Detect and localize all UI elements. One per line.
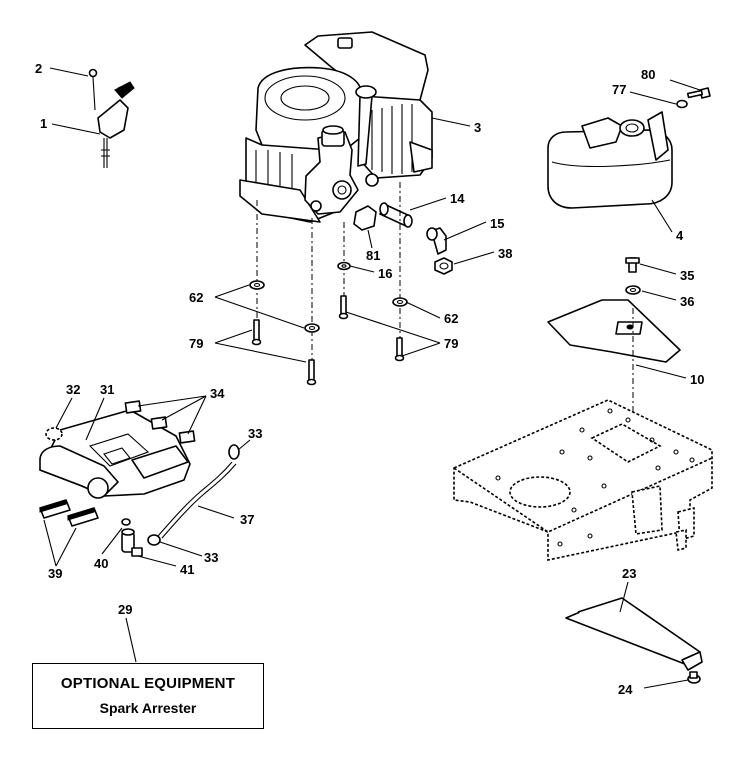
chassis-frame (453, 399, 713, 561)
callout-15: 15 (490, 216, 504, 231)
callout-10: 10 (690, 372, 704, 387)
callout-31: 31 (100, 382, 114, 397)
mounting-hardware (249, 182, 408, 386)
fuel-fittings (353, 202, 453, 275)
callout-80: 80 (641, 67, 655, 82)
callout-29: 29 (118, 602, 132, 617)
callout-62-right: 62 (444, 311, 458, 326)
callout-23: 23 (622, 566, 636, 581)
callout-37: 37 (240, 512, 254, 527)
callout-4: 4 (676, 228, 684, 243)
callout-33-top: 33 (248, 426, 262, 441)
callout-79-left: 79 (189, 336, 203, 351)
callout-77: 77 (612, 82, 626, 97)
leader-lines (43, 67, 701, 689)
heat-shield (547, 257, 681, 440)
callout-32: 32 (66, 382, 80, 397)
engine (239, 31, 433, 223)
spark-arrester-kit (39, 400, 240, 557)
callout-24: 24 (618, 682, 633, 697)
callout-41: 41 (180, 562, 194, 577)
callout-3: 3 (474, 120, 481, 135)
optional-equipment-title: OPTIONAL EQUIPMENT (60, 675, 236, 692)
plate-bracket (565, 597, 703, 684)
callout-16: 16 (378, 266, 392, 281)
callout-34: 34 (210, 386, 225, 401)
callout-2: 2 (35, 61, 42, 76)
callout-62-left: 62 (189, 290, 203, 305)
callout-1: 1 (40, 116, 47, 131)
callout-38: 38 (498, 246, 512, 261)
muffler (547, 87, 711, 209)
spark-arrester-label: Spark Arrester (99, 700, 197, 716)
callout-labels: 2 1 3 80 77 4 14 15 38 81 16 35 36 62 62… (35, 61, 704, 697)
callout-14: 14 (450, 191, 465, 206)
callout-33-bottom: 33 (204, 550, 218, 565)
callout-39: 39 (48, 566, 62, 581)
callout-35: 35 (680, 268, 694, 283)
callout-40: 40 (94, 556, 108, 571)
throttle-control (88, 68, 135, 168)
optional-equipment-box: OPTIONAL EQUIPMENT Spark Arrester (32, 663, 264, 729)
callout-81: 81 (366, 248, 380, 263)
callout-79-right: 79 (444, 336, 458, 351)
callout-36: 36 (680, 294, 694, 309)
